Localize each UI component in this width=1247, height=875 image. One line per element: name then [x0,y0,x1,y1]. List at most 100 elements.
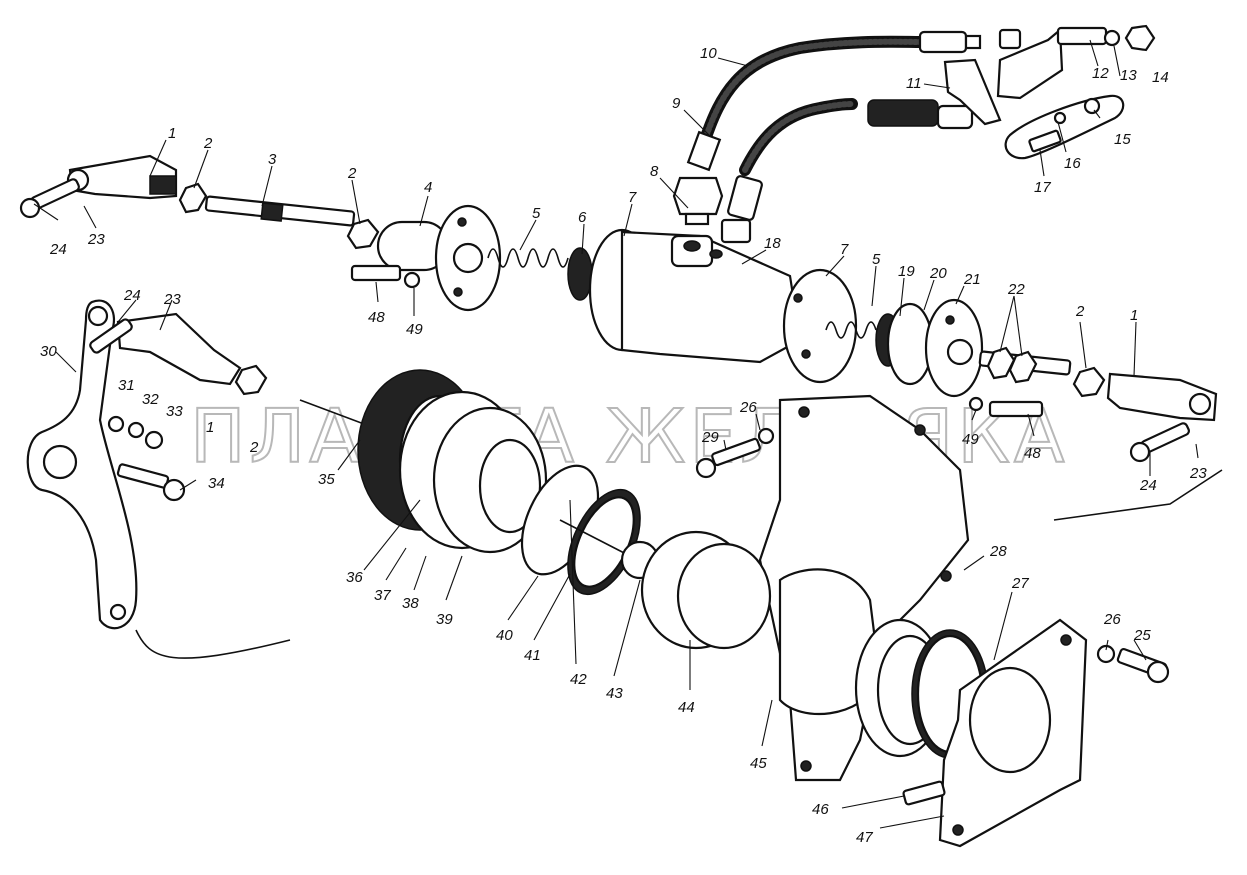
callout-10: 10 [700,45,717,62]
callout-9: 9 [672,95,681,112]
callout-23-left: 23 [163,291,181,308]
lever-30 [26,299,138,630]
callout-24-top: 24 [49,241,67,258]
callout-18: 18 [764,235,781,252]
bolt-12 [998,26,1108,50]
callout-26-top: 26 [739,399,757,416]
callout-4: 4 [424,179,432,196]
hose-9 [720,98,974,244]
callout-48-right: 48 [1024,445,1041,462]
callout-1-right: 1 [1130,307,1138,324]
nut-14 [1124,24,1156,52]
callout-20: 20 [929,265,947,282]
callout-21: 21 [963,271,981,288]
callout-45: 45 [750,755,767,772]
spring-5-left [487,248,569,268]
callout-16: 16 [1064,155,1081,172]
nut-2-right [1072,366,1106,398]
connector-line-left [135,629,291,659]
spring-5-right [825,321,877,339]
callout-23-top: 23 [87,231,105,248]
bolt-17 [1028,129,1062,153]
callout-34: 34 [208,475,225,492]
callout-7-left: 7 [628,189,637,206]
callout-46: 46 [812,801,829,818]
callout-5-left: 5 [532,205,541,222]
callout-1-top: 1 [168,125,176,142]
part-31 [107,415,125,433]
callout-23-right: 23 [1189,465,1207,482]
callout-48-top: 48 [368,309,385,326]
part-33 [144,430,164,450]
connector-line-right [1053,469,1223,521]
bearing-44 [640,530,772,650]
callout-29: 29 [701,429,719,446]
callout-5-right: 5 [872,251,881,268]
callout-49-top: 49 [406,321,423,338]
bolt-34 [116,463,186,502]
callout-37: 37 [374,587,391,604]
callout-1-left: 1 [206,419,214,436]
callout-33: 33 [166,403,183,420]
callout-12: 12 [1092,65,1109,82]
pin-24-top [19,178,80,219]
washer-49-right [968,396,984,412]
nuts-22 [978,346,1072,384]
callout-7-right: 7 [840,241,849,258]
callout-3: 3 [268,151,277,168]
callout-49-right: 49 [962,431,979,448]
washer-13 [1103,29,1121,47]
washer-26-bottom [1096,644,1116,664]
callout-35: 35 [318,471,335,488]
callout-26-bottom: 26 [1103,611,1121,628]
callout-2-top: 2 [203,135,213,152]
bolt-29 [695,437,761,479]
part-32 [127,421,145,439]
washer-26-top [757,427,775,445]
cylinder-18 [588,228,858,384]
callout-40: 40 [496,627,513,644]
plate-15 [1004,94,1125,160]
washer-49-top [403,271,421,289]
callout-30: 30 [40,343,57,360]
callout-25: 25 [1133,627,1151,644]
callout-11: 11 [906,75,922,92]
callout-22: 22 [1007,281,1025,298]
callout-2-mid: 2 [347,165,357,182]
callout-2-left: 2 [249,439,259,456]
callout-39: 39 [436,611,453,628]
callout-41: 41 [524,647,541,664]
stud-46 [902,780,946,806]
rod-3 [204,195,356,227]
bellows-35 [299,369,548,554]
callout-8: 8 [650,163,659,180]
leader-lines [33,39,1199,829]
pin-24-right [1129,422,1190,463]
callout-36: 36 [346,569,363,586]
callout-43: 43 [606,685,623,702]
callout-24-left: 24 [123,287,141,304]
nut-2-left [234,364,268,396]
callout-14: 14 [1152,69,1169,86]
callout-28: 28 [989,543,1007,560]
callout-31: 31 [118,377,135,394]
bolt-48-top [350,264,402,282]
callout-24-right: 24 [1139,477,1157,494]
callout-42: 42 [570,671,587,688]
callout-6: 6 [578,209,587,226]
nut-2-top [178,182,208,214]
callout-47: 47 [856,829,873,846]
sleeve-4 [376,204,502,312]
callout-44: 44 [678,699,695,716]
bolt-48-right [988,400,1044,418]
cover-47 [938,618,1088,848]
rod-end-1-right [1106,372,1218,422]
callout-32: 32 [142,391,159,408]
rod-end-1-top [66,154,178,200]
bolt-25 [1116,647,1170,684]
callout-15: 15 [1114,131,1131,148]
plug-21 [924,298,984,398]
callout-labels: 1 2 3 2 4 5 6 7 8 9 10 11 12 13 14 15 16… [40,45,1207,846]
